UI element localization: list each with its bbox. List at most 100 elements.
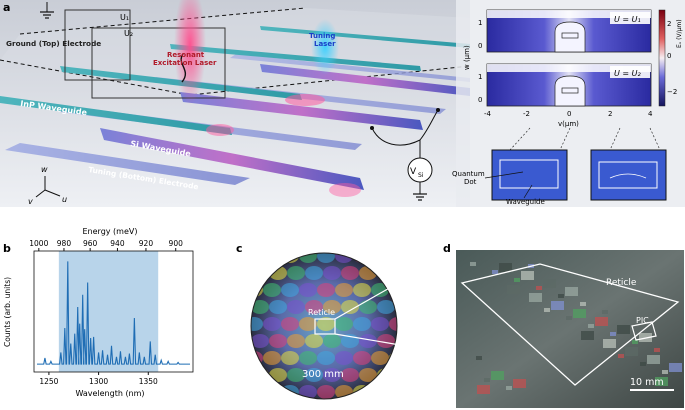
quantum-dot-label-1: Quantum <box>452 170 485 178</box>
chip-structure-14 <box>588 324 594 328</box>
wafer-die-25 <box>371 283 389 297</box>
tuning-laser-beam <box>311 19 339 75</box>
wafer-die-65 <box>287 368 305 382</box>
chip-structure-1 <box>507 285 520 294</box>
wafer-die-44 <box>389 317 397 331</box>
wafer-die-19 <box>263 283 281 297</box>
chip-structure-29 <box>543 279 556 288</box>
x-tick-label: 1250 <box>39 377 58 386</box>
xtick-2: 0 <box>567 110 571 118</box>
ytick-bottom-0: 0 <box>478 96 482 104</box>
chip-structure-16 <box>662 370 668 374</box>
wafer-die-72 <box>251 385 263 399</box>
top-tick-label: 940 <box>110 239 125 248</box>
wafer-die-71 <box>395 368 397 382</box>
pic-outline <box>631 321 657 341</box>
reticle-box <box>314 318 336 335</box>
wafer-die-60 <box>353 351 371 365</box>
wafer-die-59 <box>335 351 353 365</box>
wafer-die-34 <box>377 300 395 314</box>
ground-electrode-label: Ground (Top) Electrode <box>6 39 101 48</box>
reticle-label: Reticle <box>308 308 335 317</box>
wafer-die-31 <box>323 300 341 314</box>
wafer-die-23 <box>335 283 353 297</box>
wafer-die-8 <box>389 253 397 263</box>
wafer-die-77 <box>335 385 353 399</box>
wafer-die-52 <box>377 334 395 348</box>
xtick-1: -2 <box>523 110 530 118</box>
chip-structure-20 <box>610 332 616 336</box>
colorbar <box>658 9 666 107</box>
label-u1: U₁ <box>120 13 129 22</box>
wafer-die-24 <box>353 283 371 297</box>
top-tick-label: 1000 <box>29 239 48 248</box>
wafer-die-30 <box>305 300 323 314</box>
wafer-die-80 <box>389 385 397 399</box>
chip-structure-17 <box>499 263 512 272</box>
wafer-die-32 <box>341 300 359 314</box>
wafer-die-54 <box>251 351 263 365</box>
chip-structure-38 <box>476 356 482 360</box>
chip-structure-25 <box>595 317 608 326</box>
chip-photo <box>456 250 684 408</box>
wafer-die-33 <box>359 300 377 314</box>
chip-structure-30 <box>580 302 586 306</box>
field-map-top-label: U = U₁ <box>614 15 641 24</box>
panel-label-b: b <box>3 242 11 255</box>
wafer-die-56 <box>281 351 299 365</box>
wafer-die-42 <box>353 317 371 331</box>
wafer-die-68 <box>341 368 359 382</box>
zoom-box-right <box>590 149 667 201</box>
wafer-die-1 <box>263 253 281 263</box>
resonant-laser-beam <box>174 0 206 105</box>
panel-label-c: c <box>236 242 243 255</box>
field-map-bottom-label: U = U₂ <box>614 69 642 78</box>
chip-structure-31 <box>617 325 630 334</box>
ylabel: Counts (arb. units) <box>3 277 12 347</box>
top-tick-label: 980 <box>57 239 72 248</box>
chip-circuit-pattern <box>470 262 682 394</box>
colorbar-tick-2: 2 <box>667 20 671 28</box>
chip-structure-10 <box>640 362 646 366</box>
chip-structure-13 <box>551 301 564 310</box>
top-axis-label: Energy (meV) <box>83 227 138 236</box>
wafer-die-41 <box>335 317 353 331</box>
wafer-die-61 <box>371 351 389 365</box>
wafer-die-46 <box>269 334 287 348</box>
wafer-die-58 <box>317 351 335 365</box>
top-tick-label: 960 <box>83 239 98 248</box>
axis-u-label: u <box>62 195 67 204</box>
wafer-die-69 <box>359 368 377 382</box>
voltage-source: V Si <box>370 108 440 201</box>
chip-structure-24 <box>558 294 564 298</box>
chip-structure-27 <box>669 363 682 372</box>
wafer-die-9 <box>251 266 269 280</box>
chip-structure-8 <box>566 316 572 320</box>
wafer-die-6 <box>353 253 371 263</box>
chip-structure-15 <box>625 347 638 356</box>
wafer-die-39 <box>299 317 317 331</box>
chip-structure-26 <box>632 340 638 344</box>
si-waveguides <box>100 64 470 190</box>
wafer-die-0 <box>251 253 263 263</box>
wafer-scale-label: 300 mm <box>302 369 344 380</box>
panel-a: U₁ U₂ Ground (Top) Electrode Resonant Ex… <box>0 0 471 207</box>
waveguide-label: Waveguide <box>506 198 545 206</box>
chip-structure-9 <box>603 339 616 348</box>
wafer-die-73 <box>263 385 281 399</box>
wafer-die-49 <box>323 334 341 348</box>
wafer-die-12 <box>305 266 323 280</box>
axis-w-label: w <box>41 165 48 174</box>
pic-label: PIC <box>636 316 649 325</box>
xtick-3: 2 <box>608 110 612 118</box>
field-map-xlabel: v(μm) <box>558 120 579 128</box>
ytick-top-1: 1 <box>478 19 482 27</box>
plane-u1 <box>64 9 131 81</box>
field-map-ylabel: w (μm) <box>463 45 471 70</box>
wafer-die-57 <box>299 351 317 365</box>
chip-structure-33 <box>491 371 504 380</box>
chip-structure-18 <box>536 286 542 290</box>
chip-structure-23 <box>521 271 534 280</box>
